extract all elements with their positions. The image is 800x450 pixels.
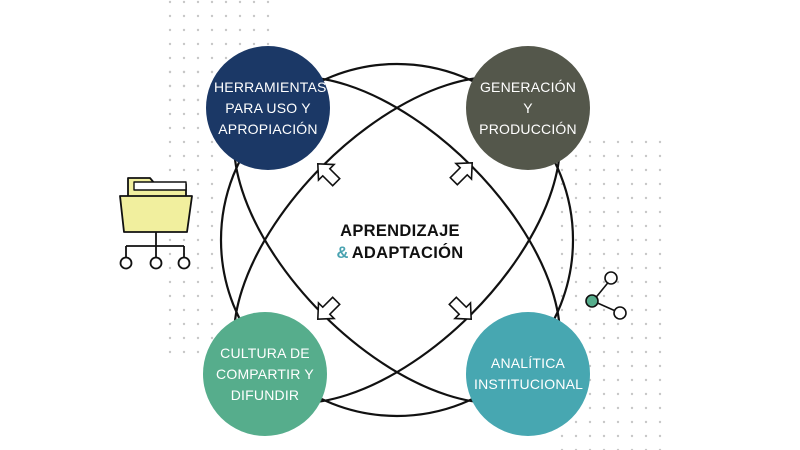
node-generacion: GENERACIÓN Y PRODUCCIÓN — [466, 46, 590, 170]
center-title-line2-text: ADAPTACIÓN — [351, 244, 464, 262]
center-title-line1: APRENDIZAJE — [340, 222, 460, 240]
node-analitica: ANALÍTICA INSTITUCIONAL — [466, 312, 590, 436]
node-label: GENERACIÓN Y PRODUCCIÓN — [479, 78, 577, 137]
node-label: CULTURA DE COMPARTIR Y DIFUNDIR — [216, 344, 314, 403]
node-label: ANALÍTICA INSTITUCIONAL — [474, 355, 584, 392]
ampersand: & — [336, 244, 349, 262]
share-network-icon — [585, 271, 627, 320]
node-herramientas: HERRAMIENTAS PARA USO Y APROPIACIÓN — [206, 46, 330, 170]
arrow-icon — [316, 162, 341, 187]
folder-network-icon — [119, 177, 193, 270]
center-title: APRENDIZAJE &ADAPTACIÓN — [300, 220, 500, 264]
arrow-icon — [449, 161, 474, 186]
arrow-group — [316, 161, 474, 321]
center-title-line2: &ADAPTACIÓN — [300, 242, 500, 264]
node-label: HERRAMIENTAS PARA USO Y APROPIACIÓN — [214, 78, 327, 137]
node-cultura: CULTURA DE COMPARTIR Y DIFUNDIR — [203, 312, 327, 436]
arrow-icon — [316, 296, 341, 321]
outer-ring — [219, 62, 575, 418]
arrow-icon — [448, 296, 473, 321]
